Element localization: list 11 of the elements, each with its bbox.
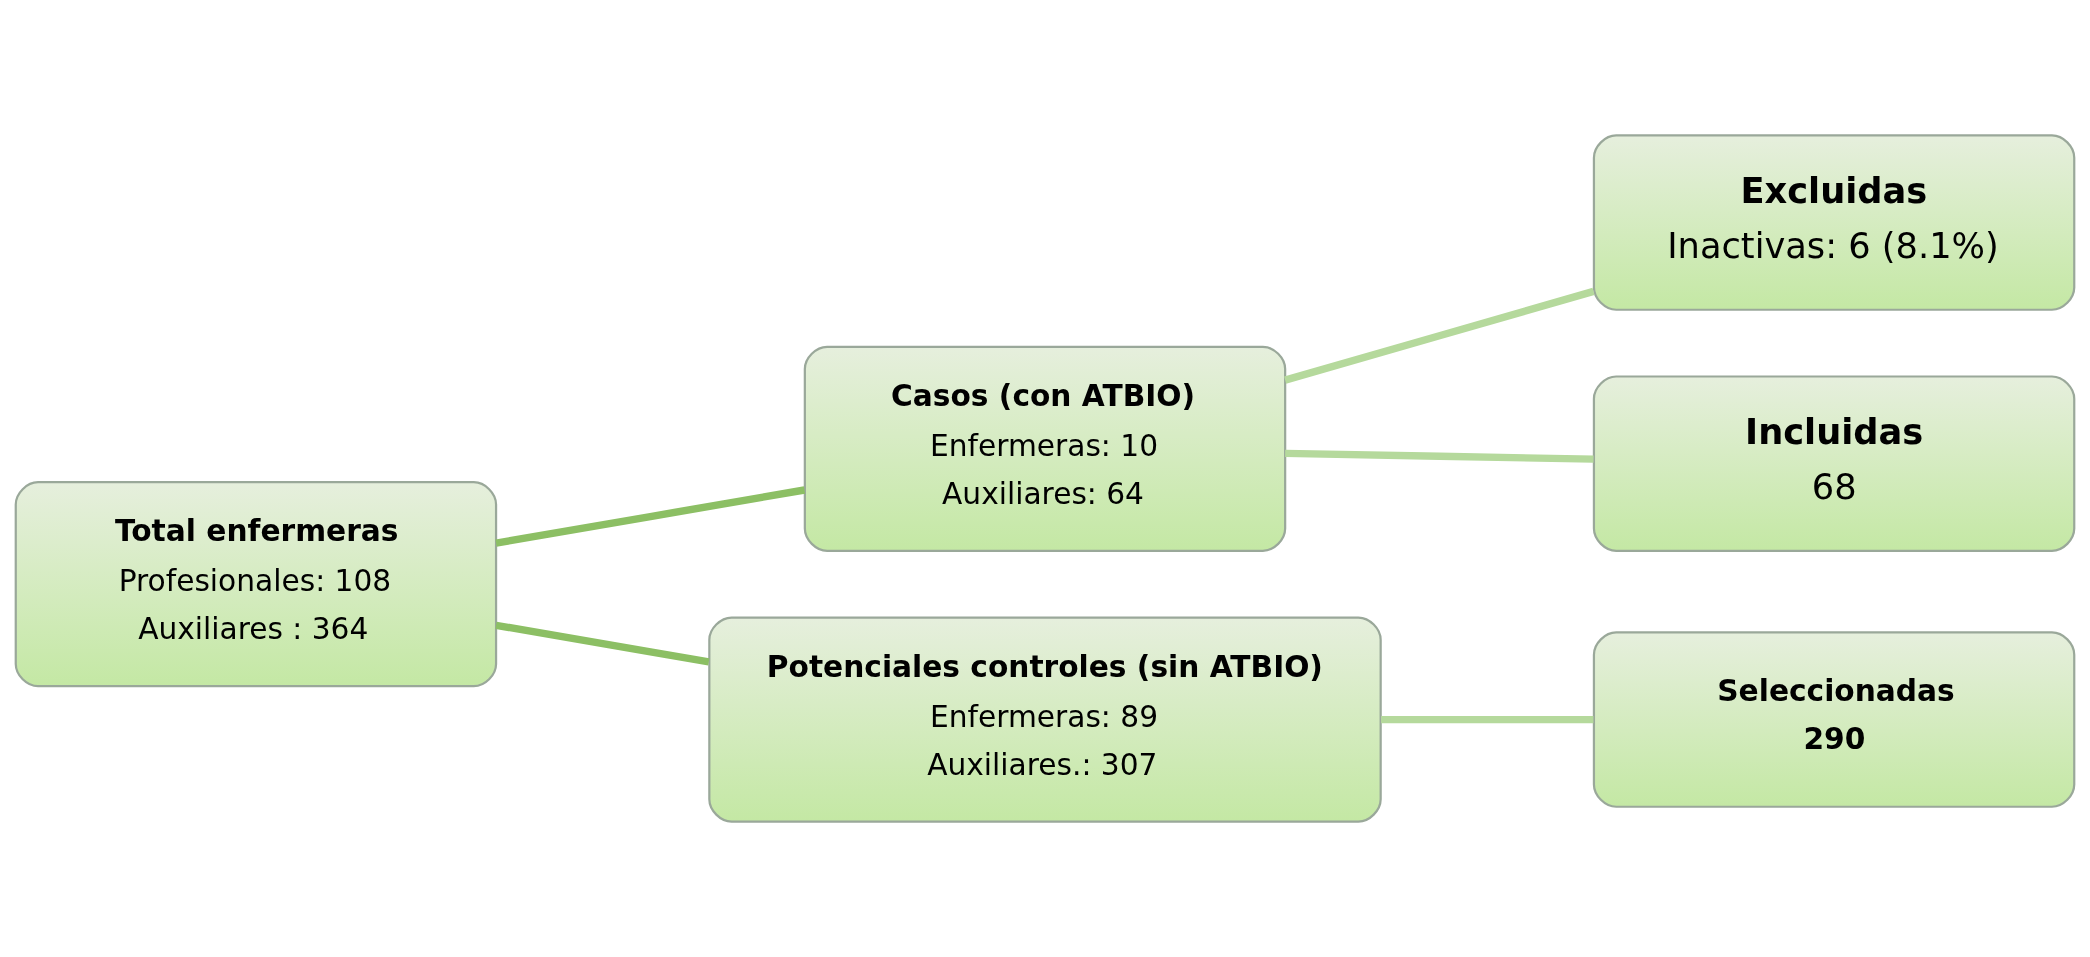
node-box: Incluidas 68 xyxy=(1592,375,2076,552)
connector xyxy=(1285,449,1594,463)
connector xyxy=(495,621,710,666)
node-box: Total enfermeras Profesionales: 108 Auxiliares : 364 xyxy=(14,481,498,688)
node-box: Seleccionadas 290 xyxy=(1592,631,2076,808)
connector xyxy=(495,486,806,547)
node-box: Casos (con ATBIO) Enfermeras: 10 Auxiliares: 64 xyxy=(803,345,1287,552)
connector xyxy=(1284,287,1595,384)
node-box: Potenciales controles (sin ATBIO) Enfermeras: 89 Auxiliares.: 307 xyxy=(708,616,1382,823)
node-box: Excluidas Inactivas: 6 (8.1%) xyxy=(1592,134,2076,311)
connector xyxy=(1381,715,1594,724)
